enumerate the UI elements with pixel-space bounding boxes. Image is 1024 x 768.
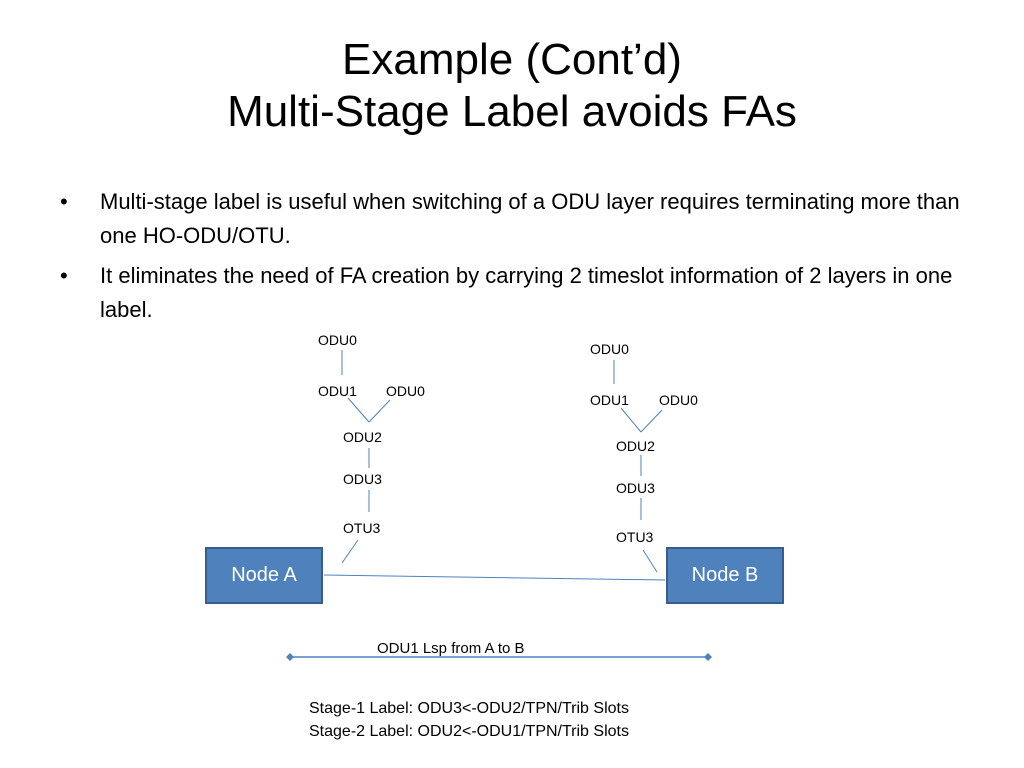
left-odu2: ODU2 xyxy=(343,429,382,445)
node-a-box: Node A xyxy=(205,547,323,604)
node-b-box: Node B xyxy=(666,547,784,604)
lsp-endpoint-right xyxy=(704,653,712,661)
bullet-marker: • xyxy=(60,189,68,214)
right-odu0-branch: ODU0 xyxy=(659,392,698,408)
right-odu3: ODU3 xyxy=(616,480,655,496)
node-a-label: Node A xyxy=(231,564,297,586)
stage-2-label: Stage-2 Label: ODU2<-ODU1/TPN/Trib Slots xyxy=(309,723,629,740)
bullet-list: • Multi-stage label is useful when switc… xyxy=(60,185,980,333)
title-line-1: Example (Cont’d) xyxy=(342,35,682,84)
right-odu2: ODU2 xyxy=(616,438,655,454)
bullet-item: • It eliminates the need of FA creation … xyxy=(60,259,980,327)
connector-line xyxy=(620,407,642,433)
link-line xyxy=(323,574,666,581)
right-odu1: ODU1 xyxy=(590,392,629,408)
connector-line xyxy=(368,399,391,423)
connector-line xyxy=(341,539,359,564)
slide-title: Example (Cont’d) Multi-Stage Label avoid… xyxy=(0,34,1024,138)
bullet-text: Multi-stage label is useful when switchi… xyxy=(100,189,960,248)
bullet-marker: • xyxy=(60,263,68,288)
title-line-2: Multi-Stage Label avoids FAs xyxy=(227,87,797,136)
bullet-item: • Multi-stage label is useful when switc… xyxy=(60,185,980,253)
lsp-label: ODU1 Lsp from A to B xyxy=(377,640,525,657)
left-odu3: ODU3 xyxy=(343,471,382,487)
right-otu3: OTU3 xyxy=(616,529,654,545)
lsp-endpoint-left xyxy=(286,653,294,661)
left-otu3: OTU3 xyxy=(343,520,381,536)
stage-1-label: Stage-1 Label: ODU3<-ODU2/TPN/Trib Slots xyxy=(309,700,629,717)
node-b-label: Node B xyxy=(691,564,759,586)
connector-line xyxy=(347,397,370,423)
connector-line xyxy=(640,409,663,433)
left-odu0-top: ODU0 xyxy=(318,332,357,348)
connector-line xyxy=(642,549,658,573)
bullet-text: It eliminates the need of FA creation by… xyxy=(100,263,953,322)
right-odu0-top: ODU0 xyxy=(590,341,629,357)
left-odu0-branch: ODU0 xyxy=(386,383,425,399)
left-odu1: ODU1 xyxy=(318,383,357,399)
